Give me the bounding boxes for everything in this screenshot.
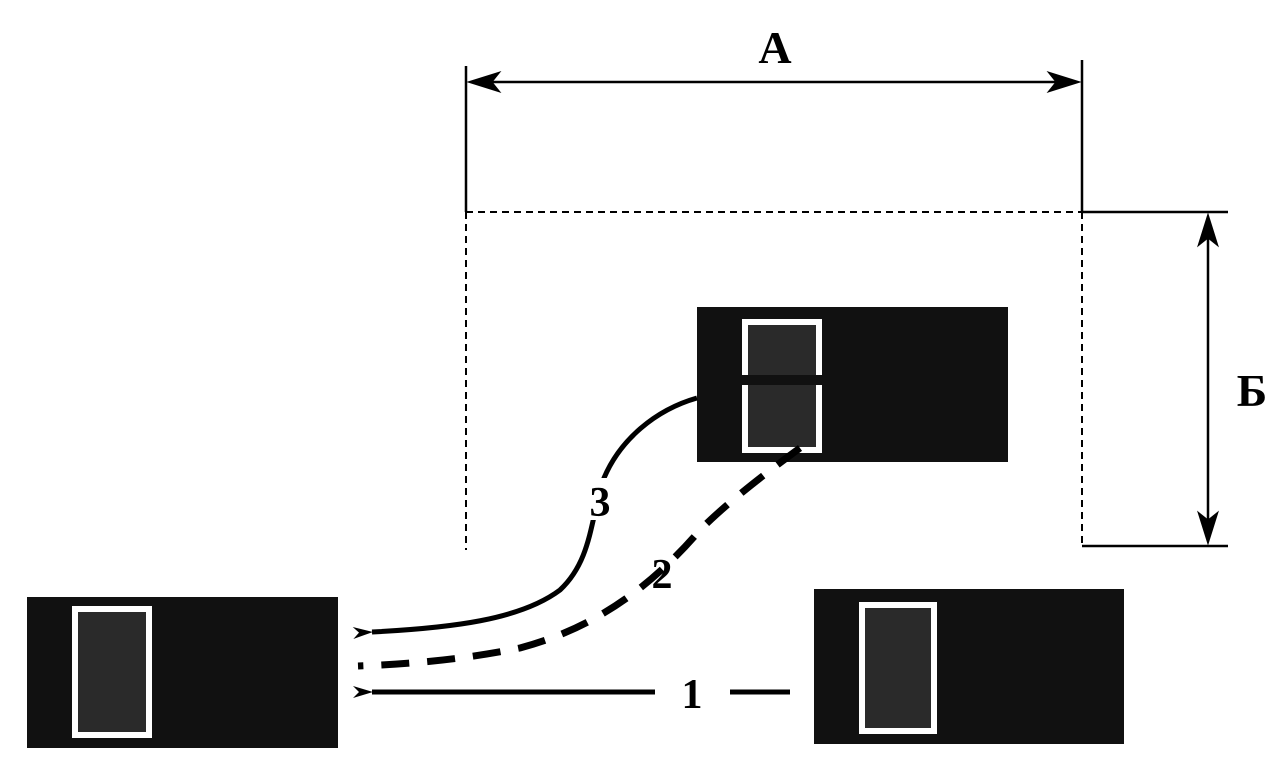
route-3 [352, 395, 698, 639]
route-2-label: 2 [652, 552, 673, 598]
vehicle-start [814, 589, 1124, 744]
dimension-b [1082, 210, 1228, 548]
parking-space-outline [465, 211, 1083, 550]
route-1-label: 1 [682, 672, 703, 718]
dimension-a [464, 60, 1084, 212]
route-3-label: 3 [590, 480, 611, 526]
vehicle-end [27, 597, 338, 748]
dimension-b-label: Б [1237, 365, 1267, 416]
dimension-a-label: А [758, 22, 791, 73]
vehicle-parked [697, 307, 1008, 462]
route-3-label-gap [583, 478, 613, 520]
route-2 [357, 445, 803, 670]
